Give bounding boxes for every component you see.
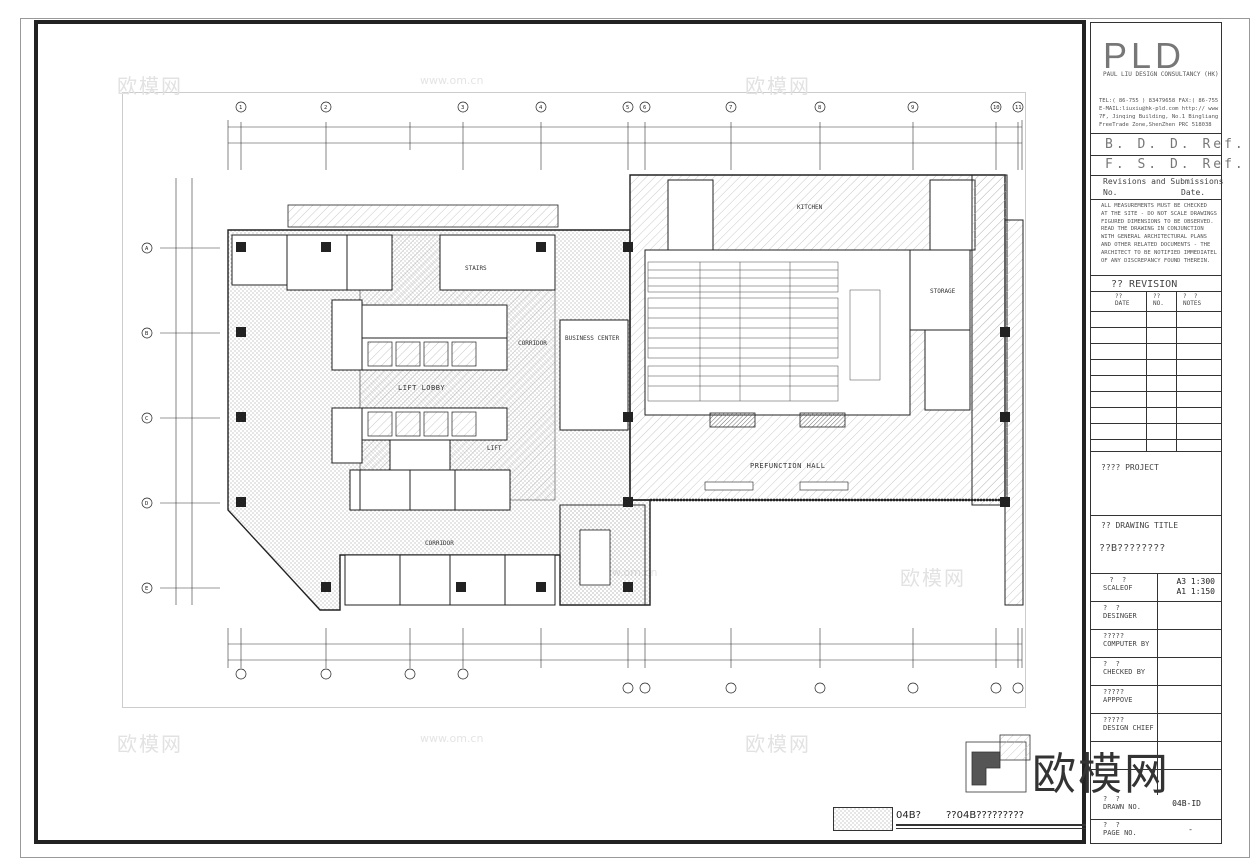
designer-label: ? ? DESINGER xyxy=(1103,604,1137,620)
svg-text:4: 4 xyxy=(539,105,543,111)
revisions-label: Revisions and Submissions xyxy=(1103,177,1224,186)
dimension-lines-bottom xyxy=(227,628,1023,668)
counter xyxy=(709,412,756,428)
bdd-ref: B. D. D. Ref. No. xyxy=(1105,137,1257,152)
page-no-label: ? ? PAGE NO. xyxy=(1103,821,1137,837)
plan-viewport xyxy=(122,92,1026,708)
stair-core-right xyxy=(929,179,976,251)
label-stairs: STAIRS xyxy=(465,265,487,272)
east-corridor xyxy=(971,174,1008,506)
service-room xyxy=(924,329,971,411)
drawn-no-value: 04B-ID xyxy=(1172,799,1201,808)
approve-label: ????? APPPOVE xyxy=(1103,688,1133,704)
meeting-table xyxy=(579,529,611,586)
company-contact: TEL:( 86-755 ) 83479658 FAX:( 86-755 ) 8… xyxy=(1099,98,1219,128)
svg-text:6: 6 xyxy=(643,105,646,111)
svg-text:D: D xyxy=(145,501,148,507)
label-corridor-bottom: CORRIDOR xyxy=(425,540,454,547)
svg-text:7: 7 xyxy=(729,105,732,111)
stair-core-left xyxy=(667,179,714,251)
watermark: 欧模网 xyxy=(900,566,966,590)
grid-labels-top: 1 2 3 4 5 6 7 8 9 10 11 xyxy=(239,105,1022,111)
watermark-url: www.om.cn xyxy=(420,732,484,745)
svg-text:B: B xyxy=(145,331,149,337)
dimension-ticks-top xyxy=(240,122,1019,170)
drawing-title-value: ??B???????? xyxy=(1099,543,1166,554)
watermark-url: www.om.cn xyxy=(420,74,484,87)
revision-header: ?? REVISION xyxy=(1111,279,1178,290)
label-lift-lobby: LIFT LOBBY xyxy=(398,384,445,392)
computer-by-label: ????? COMPUTER BY xyxy=(1103,632,1150,648)
grid-bubbles-top xyxy=(235,101,1024,113)
bottom-offices xyxy=(344,469,556,606)
legend-swatch xyxy=(833,807,893,831)
watermark: 欧模网 xyxy=(117,732,183,756)
watermark: 欧模网 xyxy=(117,74,183,98)
label-business-center: BUSINESS CENTER xyxy=(565,335,620,342)
structural-columns xyxy=(236,242,1010,592)
lift-cars xyxy=(367,341,477,437)
ballroom-seating xyxy=(647,261,881,402)
svg-text:C: C xyxy=(145,416,148,422)
label-kitchen: KITCHEN xyxy=(797,204,823,211)
svg-text:3: 3 xyxy=(461,105,464,111)
drawing-frame xyxy=(34,20,1086,844)
svg-text:2: 2 xyxy=(324,105,327,111)
key-plan xyxy=(965,734,1031,793)
svg-text:5: 5 xyxy=(626,105,629,111)
legend-label: 04B? xyxy=(896,810,921,821)
storage-room xyxy=(909,249,971,331)
label-corridor-top: CORRIDOR xyxy=(518,340,547,347)
drawn-no-label: ? ? DRAWN NO. xyxy=(1103,795,1141,811)
label-storage: STORAGE xyxy=(930,288,956,295)
rev-col-notes: ? ? NOTES xyxy=(1183,293,1202,307)
dimension-lines-left xyxy=(160,178,220,605)
title-block: PLD PAUL LIU DESIGN CONSULTANCY (HK) CO.… xyxy=(1090,22,1257,844)
rev-col-no: ?? NO. xyxy=(1153,293,1164,307)
company-name: PAUL LIU DESIGN CONSULTANCY (HK) CO.,LTD… xyxy=(1103,71,1221,78)
legend-description: ??04B????????? xyxy=(946,810,1024,821)
grid-labels-left: A B C D E xyxy=(145,246,149,592)
info-desk xyxy=(799,481,849,491)
canopy xyxy=(287,204,559,228)
svg-text:A: A xyxy=(145,246,149,252)
drawing-sheet xyxy=(20,18,1250,858)
project-label: ???? PROJECT xyxy=(1101,463,1159,472)
rev-no-label: No. xyxy=(1103,188,1118,197)
drawing-title-label: ?? DRAWING TITLE xyxy=(1101,521,1179,530)
counter xyxy=(799,412,846,428)
fsd-ref: F. S. D. Ref. No. xyxy=(1105,157,1257,172)
svg-text:10: 10 xyxy=(993,105,1000,111)
page-no-value: - xyxy=(1188,825,1193,834)
label-lift: LIFT xyxy=(487,445,502,452)
company-logo: PLD xyxy=(1103,35,1186,76)
svg-text:8: 8 xyxy=(818,105,821,111)
dimension-lines-top xyxy=(227,120,1023,170)
rev-date-label: Date. xyxy=(1181,188,1206,197)
checked-by-label: ? ? CHECKED BY xyxy=(1103,660,1146,676)
svg-text:E: E xyxy=(145,586,148,592)
business-center-room xyxy=(559,319,629,431)
label-prefunction-hall: PREFUNCTION HALL xyxy=(750,462,825,470)
legend-underline xyxy=(896,828,1086,829)
svg-text:1: 1 xyxy=(239,105,242,111)
grid-bubbles-bottom xyxy=(235,668,1024,694)
scale-label: ? ? SCALEOF xyxy=(1103,576,1133,592)
rev-col-date: ?? DATE xyxy=(1115,293,1130,307)
scale-a1: A1 1:150 xyxy=(1176,587,1215,596)
info-desk xyxy=(704,481,754,491)
legend-underline xyxy=(896,824,1086,826)
svg-text:9: 9 xyxy=(911,105,914,111)
scale-a3: A3 1:300 xyxy=(1176,577,1215,586)
watermark: 欧模网 xyxy=(745,74,811,98)
watermark-large: 欧模网 xyxy=(1032,749,1170,800)
svg-text:11: 11 xyxy=(1015,105,1022,111)
ballroom xyxy=(644,249,911,416)
grid-bubbles-left xyxy=(141,242,153,594)
design-chief-label: ????? DESIGN CHIEF xyxy=(1103,716,1154,732)
watermark: 欧模网 xyxy=(745,732,811,756)
general-notes: ALL MEASUREMENTS MUST BE CHECKED AT THE … xyxy=(1101,203,1217,264)
